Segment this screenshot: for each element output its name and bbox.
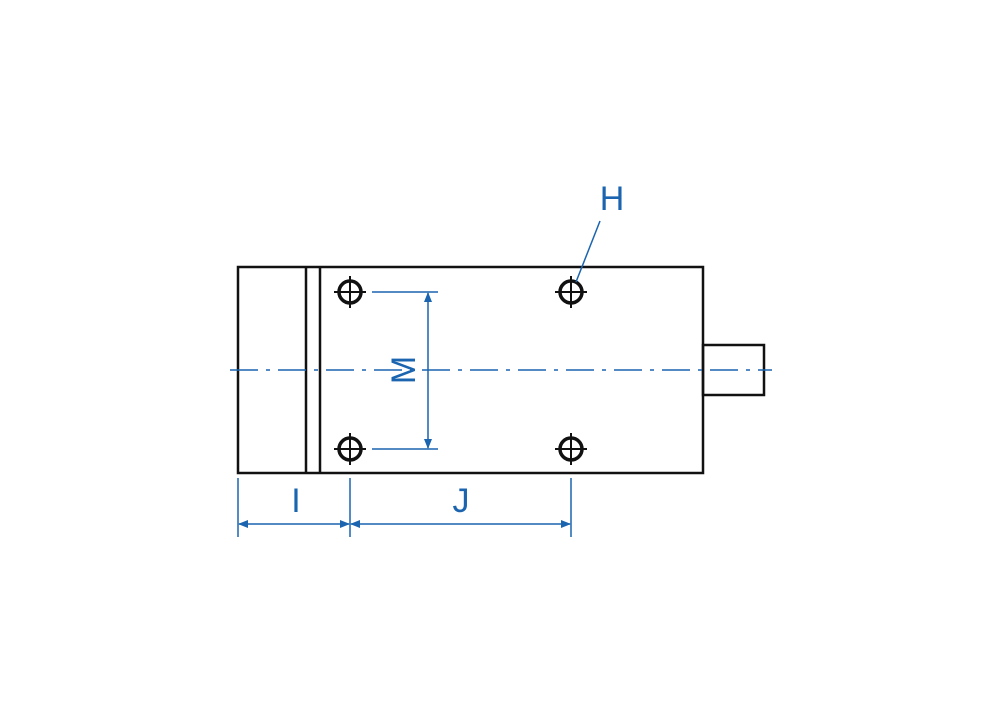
mounting-hole-bottom-left [334, 433, 366, 465]
mounting-hole-top-right [555, 276, 587, 308]
leader-line-h [575, 220, 601, 283]
dimension-m [372, 291, 438, 450]
label-i: I [291, 482, 300, 520]
mounting-hole-bottom-right [555, 433, 587, 465]
dimension-h [575, 220, 601, 283]
dimension-bottom [237, 478, 572, 537]
mounting-holes [334, 276, 587, 465]
label-h: H [600, 180, 625, 218]
mounting-hole-top-left [334, 276, 366, 308]
label-j: J [453, 482, 470, 520]
label-m: M [385, 356, 423, 384]
